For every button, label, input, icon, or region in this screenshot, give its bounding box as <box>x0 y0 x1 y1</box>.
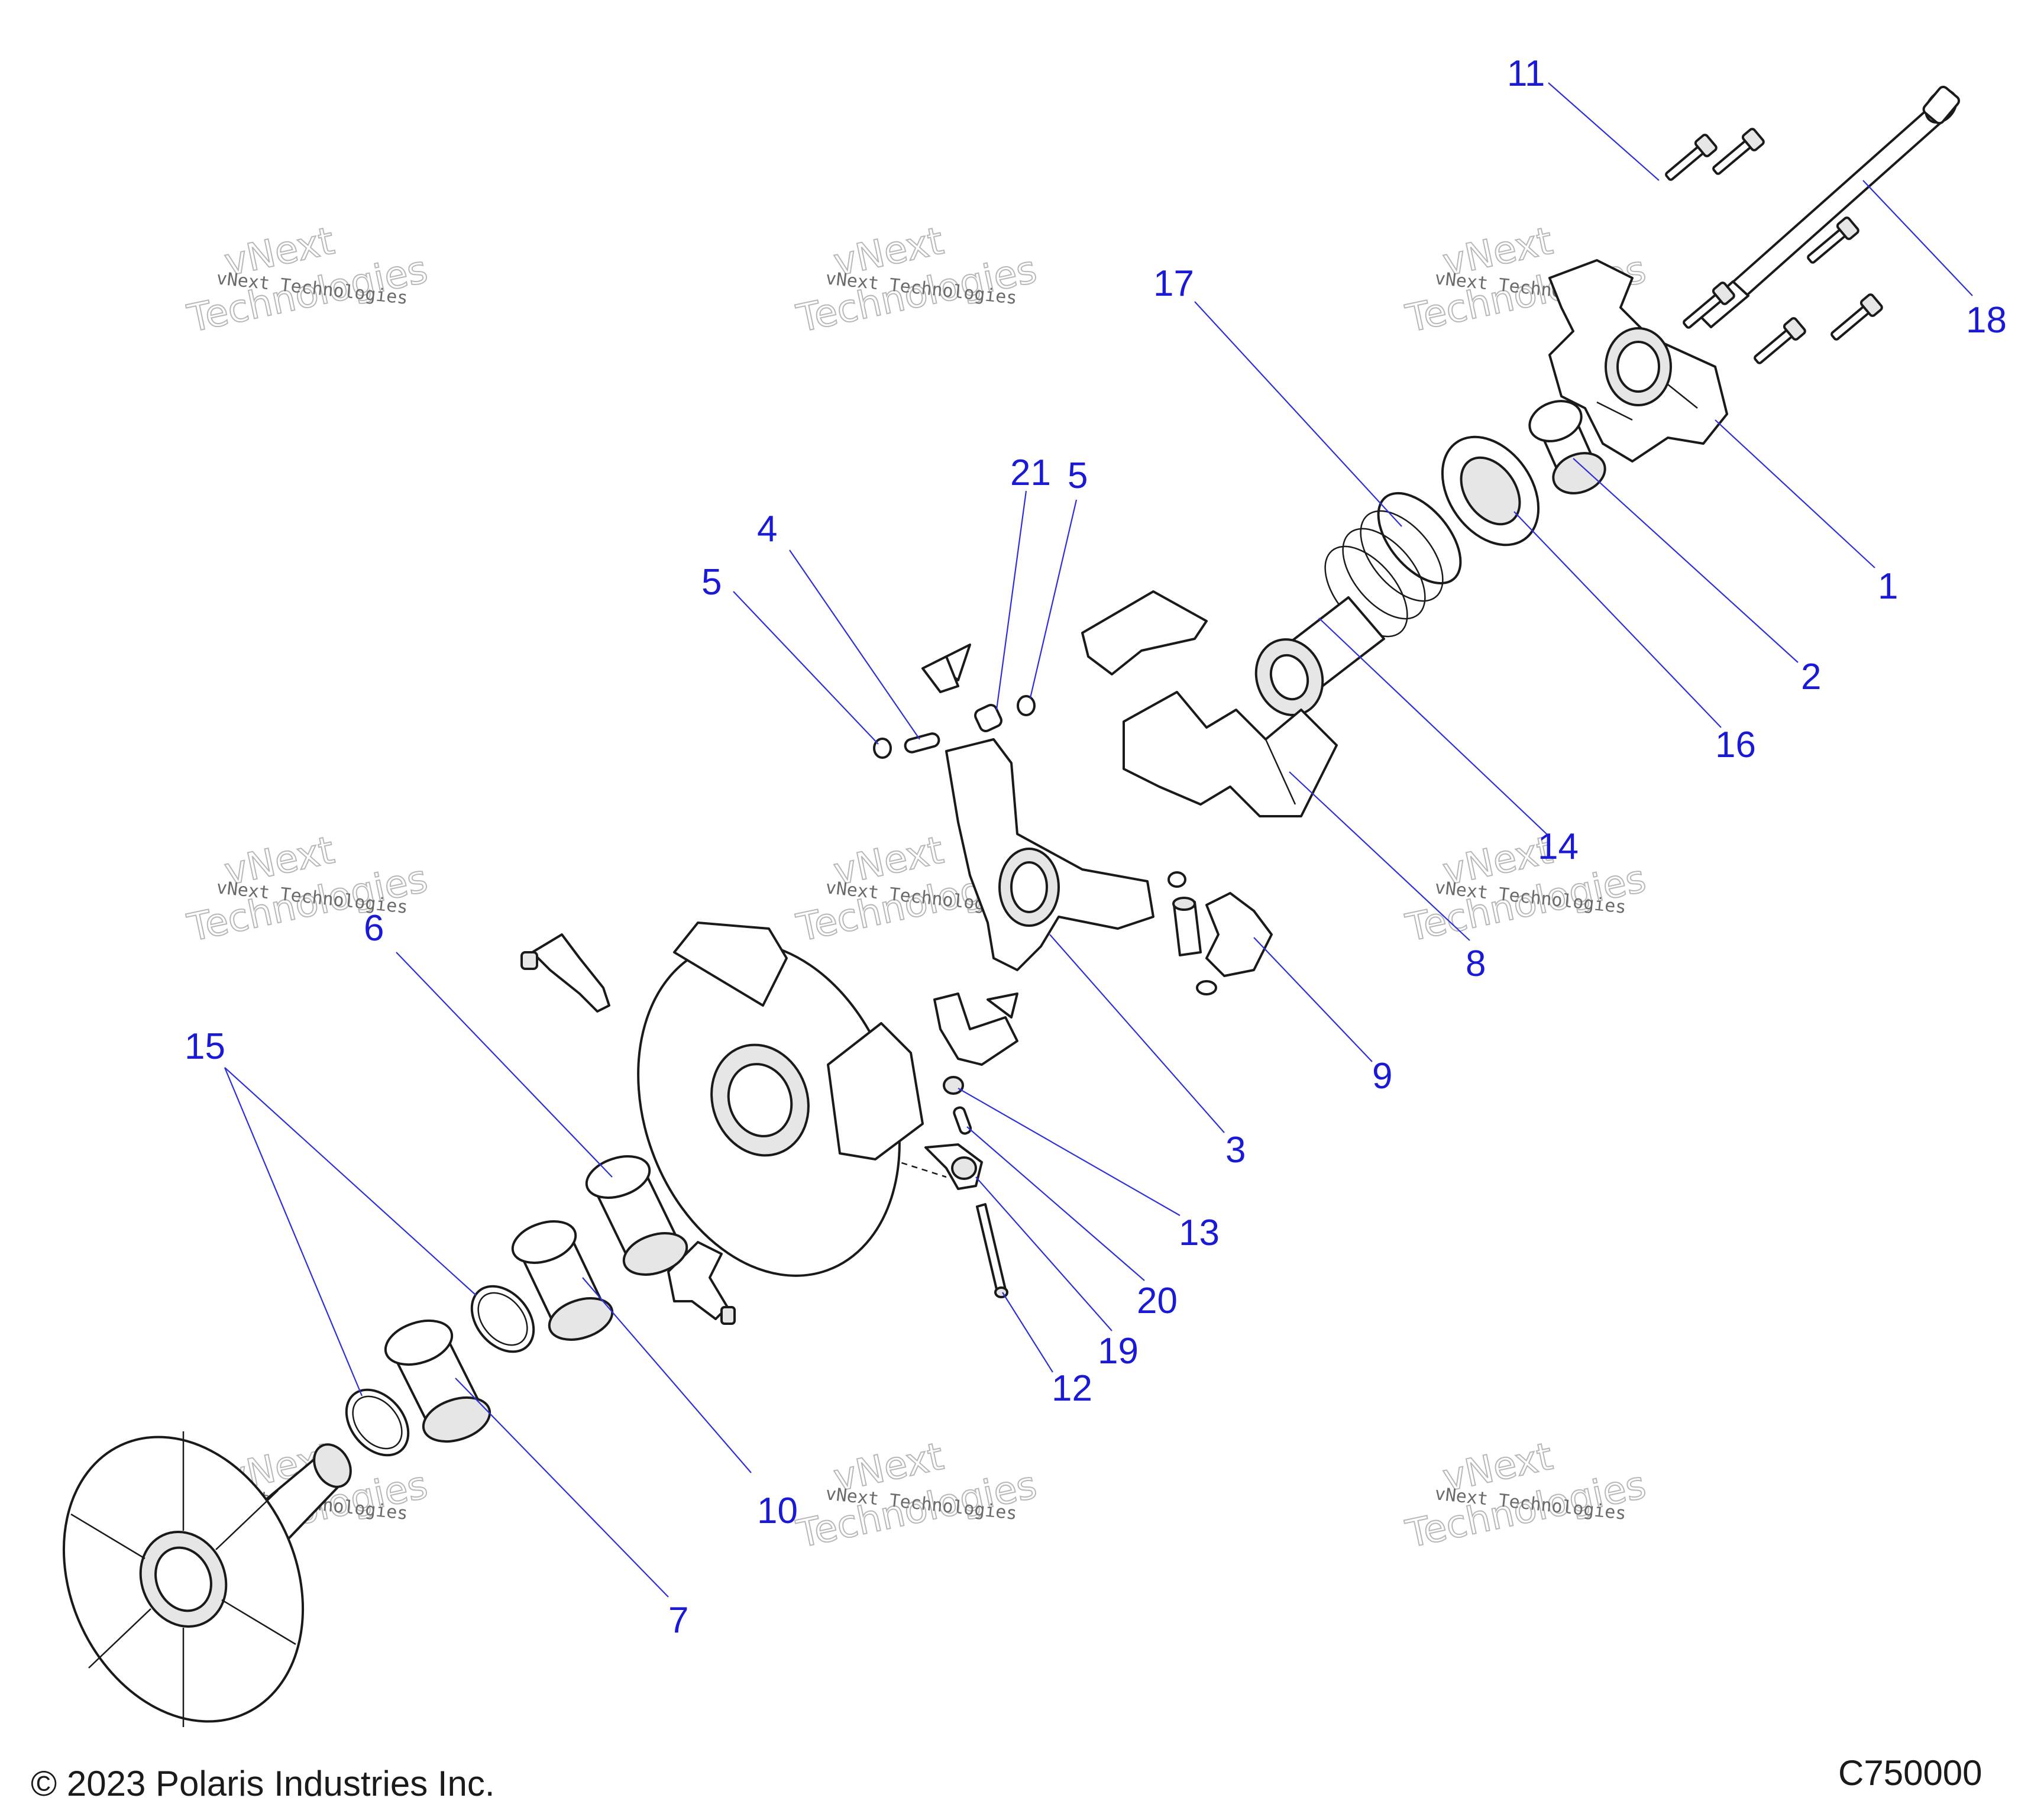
part-cam-weight-lower <box>667 1241 736 1325</box>
part-10-bushing <box>511 1220 614 1341</box>
part-18-shaft <box>1696 85 1961 328</box>
callout-19: 19 <box>1098 1331 1139 1372</box>
callout-4: 4 <box>757 509 777 549</box>
callout-13: 13 <box>1179 1213 1220 1253</box>
callout-3: 3 <box>1225 1130 1246 1171</box>
part-roller-bracket <box>933 992 1018 1066</box>
callout-18: 18 <box>1966 300 2007 341</box>
callout-16: 16 <box>1715 725 1756 765</box>
callout-21: 21 <box>1010 452 1051 493</box>
callout-8: 8 <box>1466 943 1486 984</box>
part-16-washer <box>1441 435 1540 547</box>
callout-20: 20 <box>1137 1281 1178 1321</box>
callout-17: 17 <box>1153 263 1194 304</box>
part-12-bolt <box>976 1203 1008 1298</box>
figure-code: C750000 <box>1838 1753 1982 1793</box>
callout-14: 14 <box>1538 826 1579 867</box>
part-9-roller-assembly <box>1167 871 1273 995</box>
part-stationary-sheave <box>62 1431 352 1727</box>
leader-lines <box>224 82 1973 1598</box>
part-11-bolts <box>1665 128 1883 364</box>
part-17-spring <box>1324 492 1462 638</box>
callout-12: 12 <box>1052 1368 1092 1409</box>
part-7-bushing <box>384 1320 491 1443</box>
part-2-bushing <box>1528 400 1606 494</box>
part-19-weight <box>924 1143 983 1190</box>
part-14-sleeve <box>1254 596 1385 716</box>
callout-9: 9 <box>1372 1056 1392 1097</box>
callout-11: 11 <box>1507 53 1545 94</box>
part-8-guards <box>1081 590 1338 817</box>
callout-2: 2 <box>1801 657 1821 697</box>
part-15-rings <box>345 1285 535 1457</box>
part-moveable-sheave <box>637 922 924 1277</box>
callout-1: 1 <box>1878 566 1898 607</box>
callout-5-lower: 5 <box>701 562 722 603</box>
part-4-pin <box>904 732 940 754</box>
part-21-roller <box>921 644 1002 732</box>
callout-labels: 11 18 17 1 2 16 14 8 21 5 4 5 6 15 9 3 1… <box>185 53 2007 1641</box>
callout-6: 6 <box>364 908 384 949</box>
part-20-pin <box>953 1106 972 1135</box>
part-3-spider <box>945 738 1154 971</box>
part-13-nut <box>943 1076 964 1095</box>
callout-10: 10 <box>757 1491 798 1531</box>
callout-15: 15 <box>185 1026 225 1067</box>
callout-5-upper: 5 <box>1068 455 1088 496</box>
callout-7: 7 <box>668 1600 688 1641</box>
copyright-text: © 2023 Polaris Industries Inc. <box>31 1764 495 1803</box>
part-1-cover-plate <box>1548 259 1728 463</box>
part-cam-weight-upper <box>520 933 610 1013</box>
